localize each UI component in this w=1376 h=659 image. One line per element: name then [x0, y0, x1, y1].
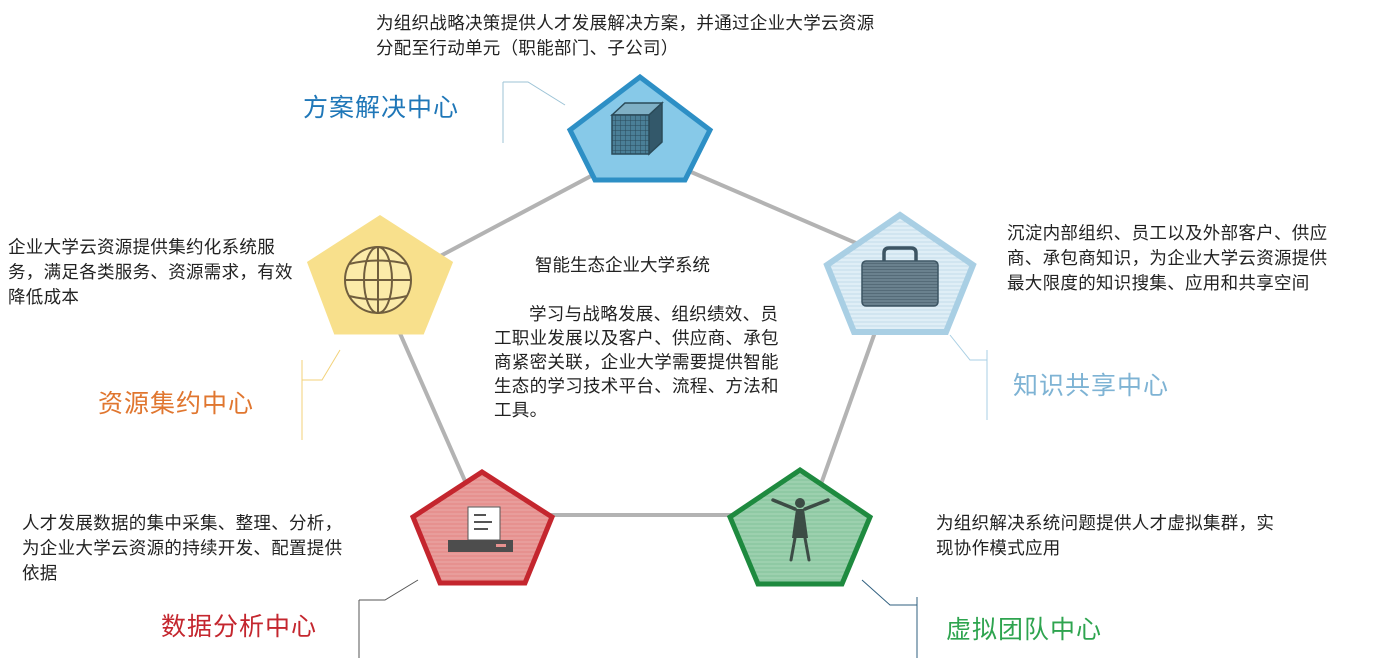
knowledge-title: 知识共享中心: [1013, 371, 1170, 400]
computer-icon: [448, 506, 513, 552]
cube-icon: [610, 101, 664, 156]
node-solution: [566, 73, 714, 183]
solution-description: 为组织战略决策提供人才发展解决方案，并通过企业大学云资源分配至行动单元（职能部门…: [376, 14, 875, 59]
solution-title: 方案解决中心: [303, 93, 460, 122]
center-description: 学习与战略发展、组织绩效、员工职业发展以及客户、供应商、承包商紧密关联，企业大学…: [494, 305, 779, 421]
node-resource: [306, 215, 454, 335]
node-knowledge: [823, 211, 977, 335]
node-virtual: [726, 466, 874, 587]
center-title: 智能生态企业大学系统: [535, 256, 710, 276]
node-data: [409, 469, 556, 586]
globe-icon: [344, 246, 412, 314]
virtual-title: 虚拟团队中心: [946, 615, 1103, 644]
knowledge-description: 沉淀内部组织、员工以及外部客户、供应商、承包商知识，为企业大学云资源提供最大限度…: [1007, 224, 1328, 294]
person-icon: [771, 498, 830, 562]
data-description: 人才发展数据的集中采集、整理、分析，为企业大学云资源的持续开发、配置提供依据: [22, 514, 343, 584]
briefcase-icon: [861, 246, 939, 307]
resource-description: 企业大学云资源提供集约化系统服务，满足各类服务、资源需求，有效降低成本: [8, 238, 293, 308]
resource-title: 资源集约中心: [98, 389, 255, 418]
virtual-description: 为组织解决系统问题提供人才虚拟集群，实现协作模式应用: [936, 514, 1275, 559]
data-title: 数据分析中心: [161, 612, 318, 641]
leader-lines: [301, 81, 988, 658]
